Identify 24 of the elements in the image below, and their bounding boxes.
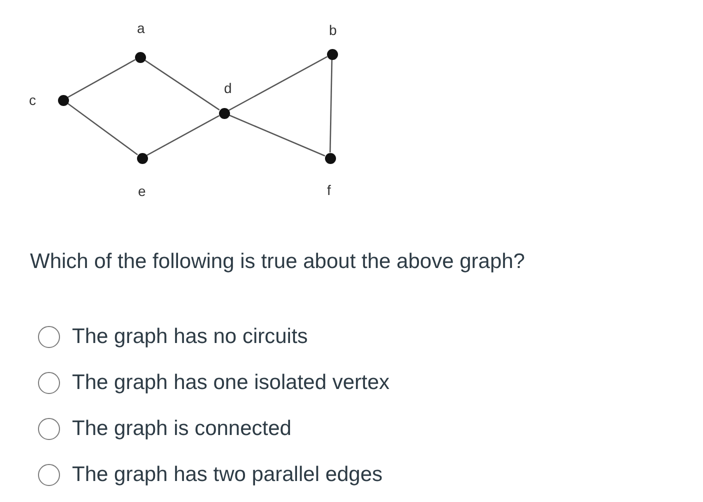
vertex-dot: [58, 94, 68, 106]
vertex-label: d: [224, 80, 232, 96]
graph-edge: [329, 59, 333, 153]
option-text: The graph has one isolated vertex: [72, 370, 390, 396]
vertex-dot: [134, 52, 146, 62]
graph-edge: [67, 59, 136, 98]
option-text: The graph has two parallel edges: [72, 462, 383, 488]
vertex-dot: [326, 48, 338, 60]
vertex-label: a: [137, 20, 145, 36]
option-text: The graph is connected: [72, 416, 292, 442]
vertex-label: c: [29, 92, 36, 108]
graph-edge: [146, 115, 220, 156]
vertex-label: e: [138, 183, 146, 199]
option-text: The graph has no circuits: [72, 324, 308, 350]
question-text: Which of the following is true about the above graph?: [30, 250, 525, 274]
graph-edge: [144, 60, 220, 110]
vertex-dot: [218, 108, 230, 118]
vertex-dot: [136, 152, 148, 164]
vertex-label: b: [329, 22, 337, 38]
graph-edge: [228, 114, 326, 156]
graph-edge: [228, 56, 328, 111]
graph-edge: [67, 102, 138, 156]
vertex-dot: [324, 152, 336, 164]
vertex-label: f: [327, 182, 331, 198]
